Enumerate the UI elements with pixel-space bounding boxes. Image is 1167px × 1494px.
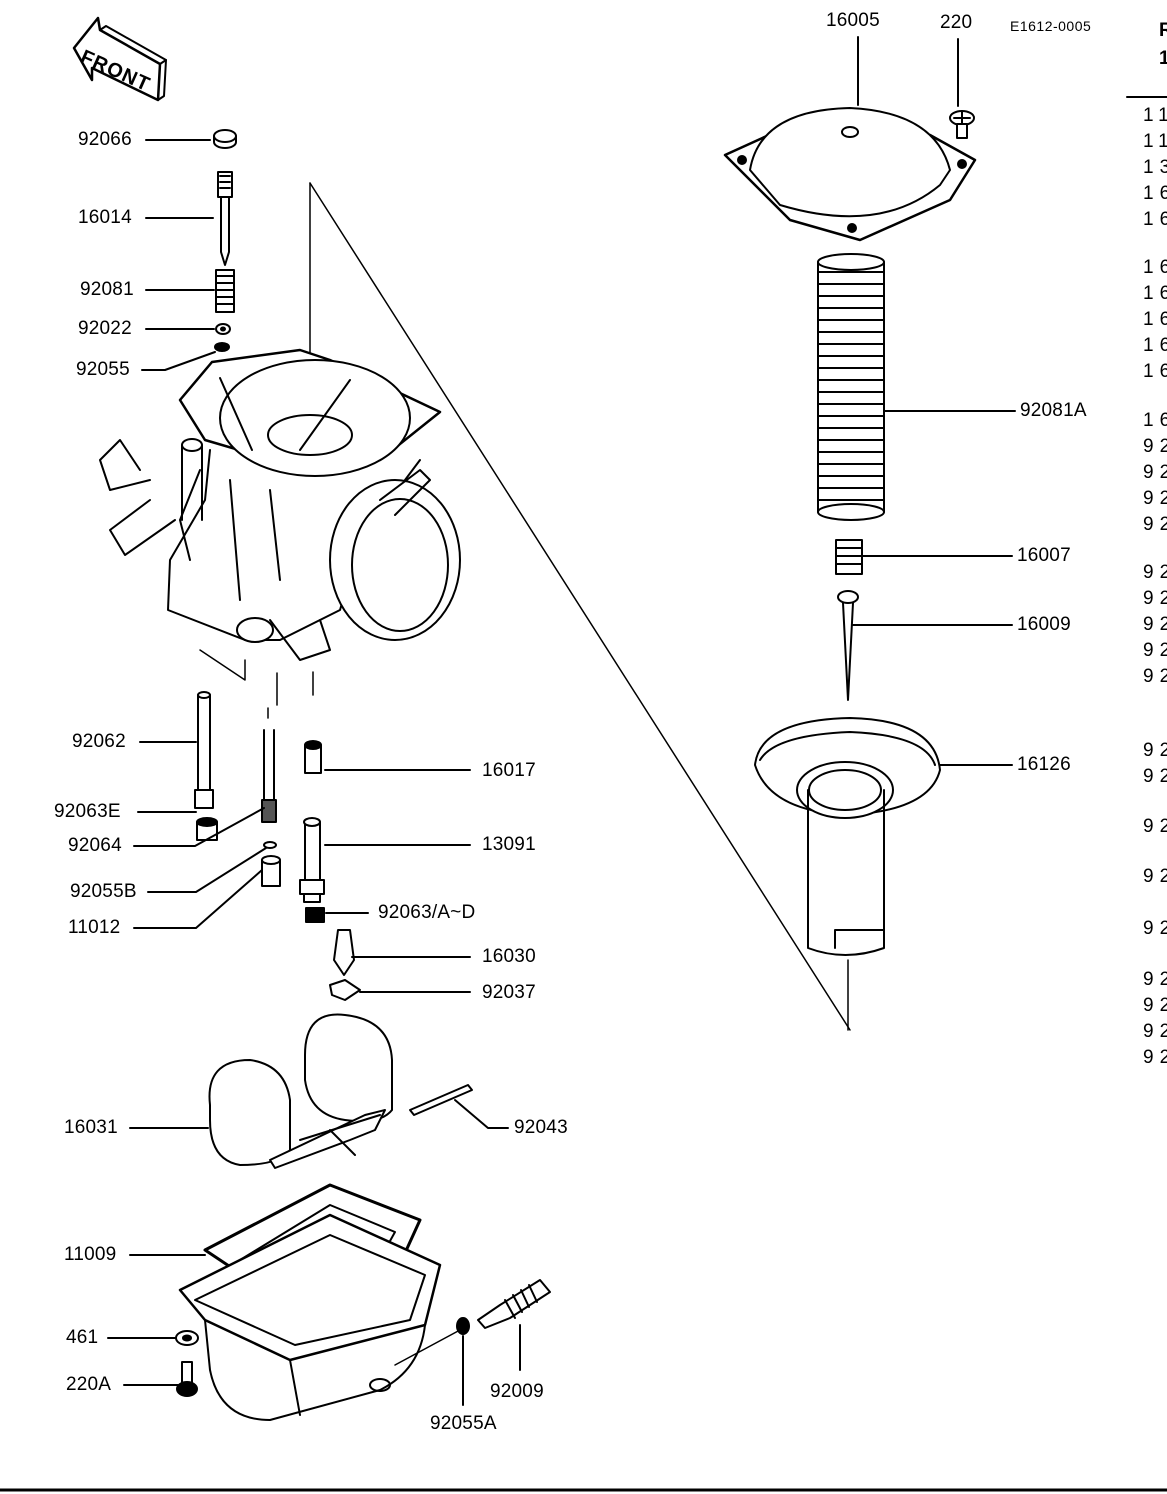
parts-list-entry: 92: [1143, 588, 1167, 609]
callout-16014: 16014: [78, 207, 132, 228]
parts-list-entry: 92: [1143, 969, 1167, 990]
callout-92063E: 92063E: [54, 801, 121, 822]
parts-list-header-r: R: [1159, 20, 1167, 42]
callout-16009: 16009: [1017, 614, 1071, 635]
parts-list-entry: 92: [1143, 640, 1167, 661]
callout-92081: 92081: [80, 279, 134, 300]
float-bowl: [178, 1213, 442, 1421]
diagram-code: E1612-0005: [1010, 18, 1092, 34]
callout-11009: 11009: [64, 1244, 117, 1265]
parts-list-header-1: 1: [1159, 48, 1167, 70]
parts-list-entry: 16: [1143, 283, 1167, 304]
parts-list-entry: 92: [1143, 816, 1167, 837]
callout-16005: 16005: [826, 10, 880, 31]
parts-list-entry: 92: [1143, 995, 1167, 1016]
callout-16126: 16126: [1017, 754, 1071, 775]
vacuum-piston: [754, 717, 941, 956]
callout-16030: 16030: [482, 946, 536, 967]
parts-list-entry: 92: [1143, 462, 1167, 483]
callout-16007: 16007: [1017, 545, 1071, 566]
callout-92066: 92066: [78, 129, 132, 150]
front-arrow-icon: [72, 16, 167, 102]
parts-list-entry: 92: [1143, 740, 1167, 761]
parts-list-entry: 92: [1143, 436, 1167, 457]
callout-16017: 16017: [482, 760, 536, 781]
spring-92081A: [817, 253, 885, 521]
float-assembly: [208, 1013, 393, 1169]
parts-list-entry: 11: [1143, 105, 1167, 126]
callout-92063-a-d: 92063/A~D: [378, 902, 476, 923]
callout-92062: 92062: [72, 731, 126, 752]
diaphragm-cover: [723, 107, 977, 242]
parts-list-entry: 92: [1143, 1047, 1167, 1068]
parts-list-entry: 16: [1143, 361, 1167, 382]
parts-list-entry: 11: [1143, 131, 1167, 152]
callout-92064: 92064: [68, 835, 122, 856]
parts-list-entry: 16: [1143, 209, 1167, 230]
parts-list-entry: 92: [1143, 514, 1167, 535]
callout-92022: 92022: [78, 318, 132, 339]
parts-list-entry: 92: [1143, 866, 1167, 887]
callout-92055B: 92055B: [70, 881, 137, 902]
callout-220: 220: [940, 12, 973, 33]
parts-list-entry: 16: [1143, 309, 1167, 330]
callout-220A: 220A: [66, 1374, 112, 1395]
parts-list-entry: 16: [1143, 335, 1167, 356]
parts-list-entry: 16: [1143, 183, 1167, 204]
callout-13091: 13091: [482, 834, 536, 855]
parts-list-entry: 16: [1143, 410, 1167, 431]
callout-92055A: 92055A: [430, 1413, 497, 1434]
parts-list-entry: 92: [1143, 1021, 1167, 1042]
parts-list-entry: 92: [1143, 488, 1167, 509]
callout-16031: 16031: [64, 1117, 118, 1138]
callout-461: 461: [66, 1327, 99, 1348]
parts-list-entry: 92: [1143, 562, 1167, 583]
parts-list-entry: 92: [1143, 918, 1167, 939]
callout-92037: 92037: [482, 982, 536, 1003]
callout-92055: 92055: [76, 359, 130, 380]
callout-92043: 92043: [514, 1117, 568, 1138]
parts-list-entry: 16: [1143, 257, 1167, 278]
parts-list-entry: 92: [1143, 666, 1167, 687]
callout-11012: 11012: [68, 917, 121, 938]
callout-92009: 92009: [490, 1381, 544, 1402]
carburetor-body: [99, 348, 461, 661]
parts-list-entry: 92: [1143, 766, 1167, 787]
parts-list-entry: 13: [1143, 157, 1167, 178]
parts-list-entry: 92: [1143, 614, 1167, 635]
callout-92081A: 92081A: [1020, 400, 1087, 421]
